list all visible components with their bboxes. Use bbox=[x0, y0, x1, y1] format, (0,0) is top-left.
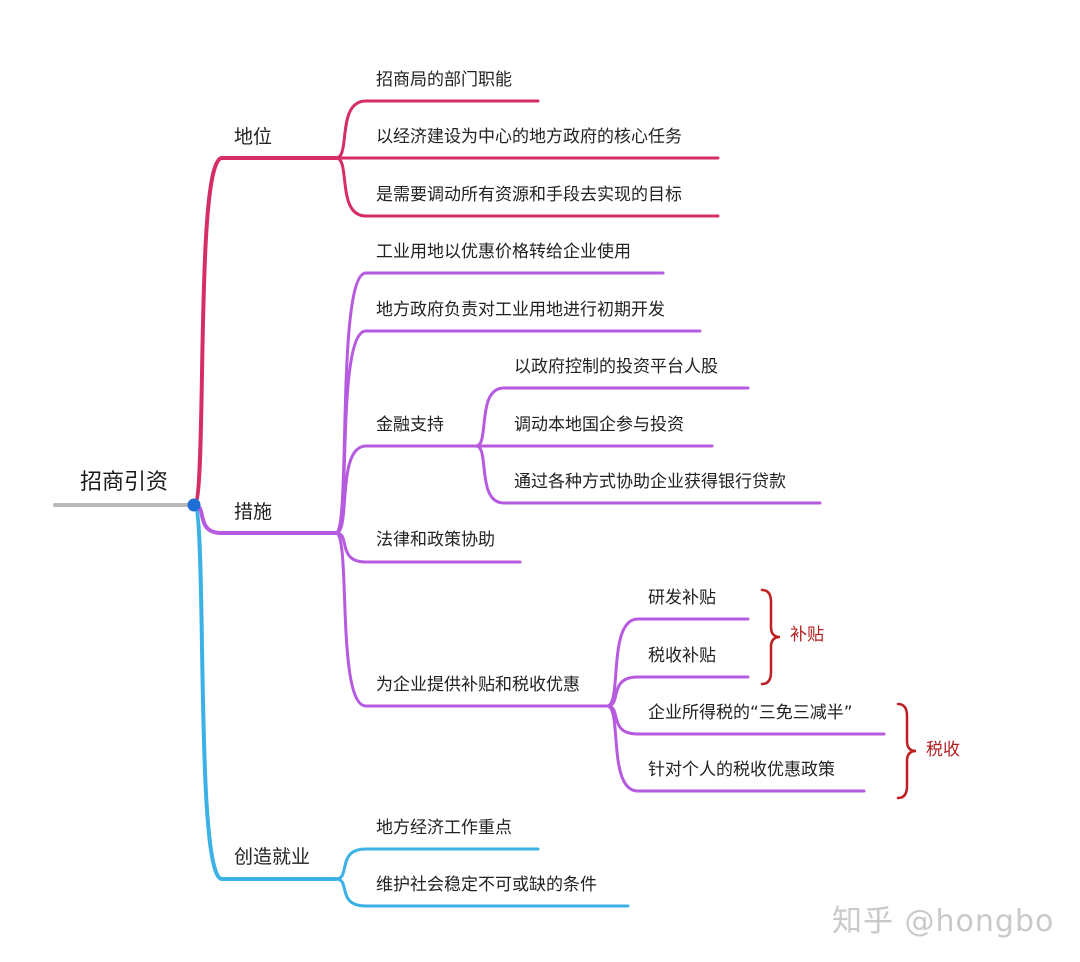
status-item-label: 招商局的部门职能 bbox=[376, 70, 512, 90]
finance-item-connector bbox=[474, 444, 506, 505]
measures-item-connector bbox=[334, 444, 368, 535]
tax-annotation: 税收 bbox=[926, 740, 960, 760]
incentive-item-label: 税收补贴 bbox=[648, 646, 716, 666]
tax-bracket bbox=[896, 702, 917, 800]
root-node-label: 招商引资 bbox=[80, 470, 169, 495]
employment-item-connector bbox=[334, 877, 368, 908]
incentive-item-label: 研发补贴 bbox=[648, 588, 716, 608]
finance-item-label: 通过各种方式协助企业获得银行贷款 bbox=[514, 472, 786, 492]
employment-item-label: 维护社会稳定不可或缺的条件 bbox=[376, 875, 597, 895]
measures-item-label: 工业用地以优惠价格转给企业使用 bbox=[376, 242, 631, 262]
employment-item-connector bbox=[334, 847, 368, 881]
incentive-item-label: 企业所得税的“三免三减半” bbox=[648, 703, 853, 723]
measures-item-label: 法律和政策协助 bbox=[376, 530, 495, 550]
subsidy-annotation: 补贴 bbox=[790, 625, 824, 645]
branch-employment-label: 创造就业 bbox=[234, 846, 311, 868]
trunk-status-connector bbox=[192, 156, 224, 507]
employment-item-label: 地方经济工作重点 bbox=[376, 818, 512, 838]
watermark: 知乎 @hongbo bbox=[832, 904, 1055, 939]
subsidy-bracket bbox=[760, 588, 781, 686]
measures-item-connector bbox=[334, 271, 368, 535]
root-node-dot bbox=[187, 498, 201, 512]
incentive-item-connector bbox=[605, 617, 640, 708]
branch-measures-label: 措施 bbox=[234, 501, 273, 523]
incentive-item-label: 针对个人的税收优惠政策 bbox=[648, 760, 835, 780]
measures-item-connector bbox=[334, 531, 368, 708]
branch-status-label: 地位 bbox=[234, 126, 273, 148]
measures-item-connector bbox=[334, 531, 368, 564]
status-item-label: 以经济建设为中心的地方政府的核心任务 bbox=[376, 127, 682, 147]
measures-item-connector bbox=[334, 329, 368, 535]
finance-item-connector bbox=[474, 386, 506, 448]
status-item-connector bbox=[334, 99, 368, 160]
incentive-item-connector bbox=[605, 704, 640, 793]
measures-item-label: 地方政府负责对工业用地进行初期开发 bbox=[376, 300, 665, 320]
incentives-label: 为企业提供补贴和税收优惠 bbox=[376, 675, 580, 695]
finance-support-label: 金融支持 bbox=[376, 415, 444, 435]
status-item-label: 是需要调动所有资源和手段去实现的目标 bbox=[376, 185, 682, 205]
status-item-connector bbox=[334, 156, 368, 218]
trunk-employment-connector bbox=[192, 503, 224, 881]
finance-item-label: 调动本地国企参与投资 bbox=[514, 415, 684, 435]
finance-item-label: 以政府控制的投资平台人股 bbox=[514, 357, 718, 377]
